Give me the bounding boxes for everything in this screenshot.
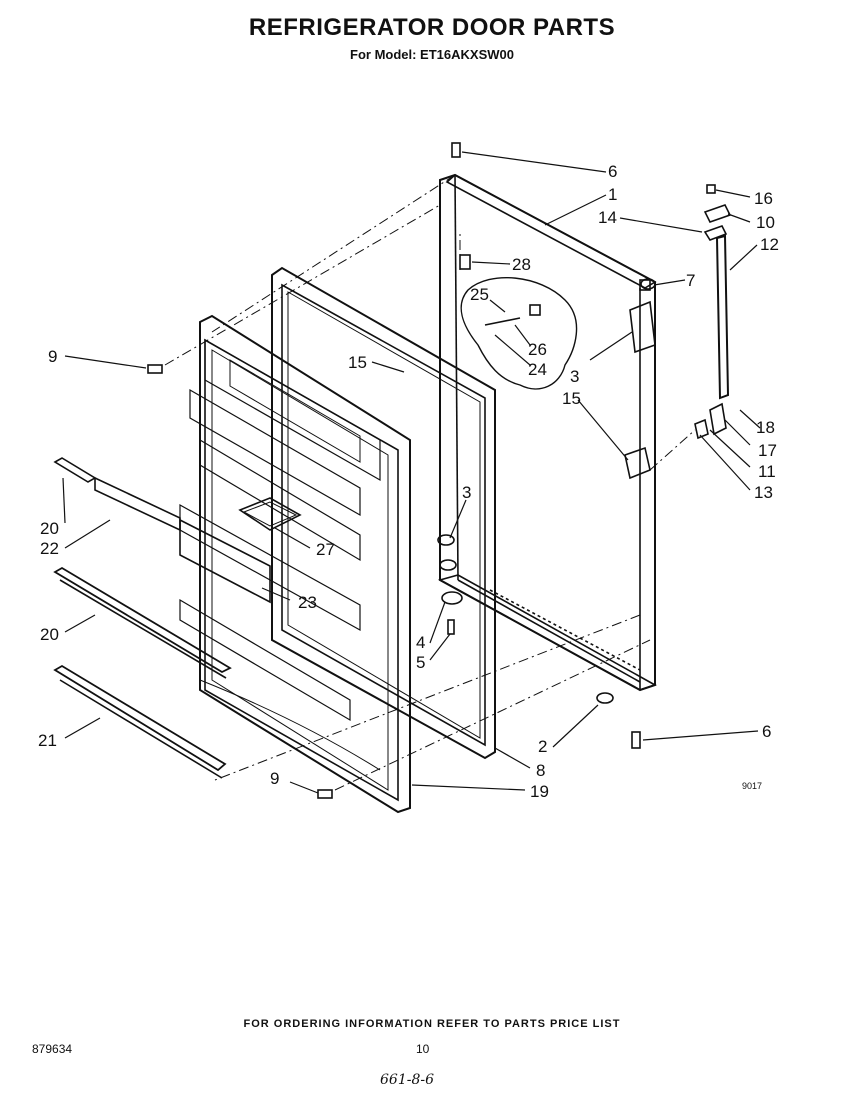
handwritten-note: 661-8-6 <box>380 1072 434 1088</box>
callout: 13 <box>754 483 773 502</box>
callout: 9 <box>270 769 279 788</box>
callout: 4 <box>416 633 425 652</box>
leader-lines <box>62 151 761 794</box>
callout: 26 <box>528 340 547 359</box>
page-number: 10 <box>416 1042 430 1056</box>
callout: 10 <box>756 213 775 232</box>
door-gasket <box>271 266 496 760</box>
callout: 15 <box>562 389 581 408</box>
callout: 15 <box>348 353 367 372</box>
ordering-note: FOR ORDERING INFORMATION REFER TO PARTS … <box>243 1018 621 1030</box>
callout: 2 <box>538 737 547 756</box>
callout: 17 <box>758 441 777 460</box>
callout: 7 <box>686 271 695 290</box>
callout: 23 <box>298 593 317 612</box>
exploded-parts-diagram: 6 1 16 14 10 12 28 7 25 26 24 3 9 15 15 … <box>38 142 779 814</box>
shelf-bars <box>53 457 271 779</box>
callout: 1 <box>608 185 617 204</box>
drawing-code: 9017 <box>742 781 762 791</box>
callout: 11 <box>758 462 776 481</box>
callout: 19 <box>530 782 549 801</box>
callout: 28 <box>512 255 531 274</box>
callout: 27 <box>316 540 335 559</box>
callout: 24 <box>528 360 547 379</box>
callout: 8 <box>536 761 545 780</box>
callout: 3 <box>570 367 579 386</box>
outer-door-panel <box>437 173 657 692</box>
callout: 6 <box>608 162 617 181</box>
callout: 25 <box>470 285 489 304</box>
callout-labels: 6 1 16 14 10 12 28 7 25 26 24 3 9 15 15 … <box>38 162 779 801</box>
page-title: REFRIGERATOR DOOR PARTS <box>248 14 616 41</box>
callout: 6 <box>762 722 771 741</box>
callout: 12 <box>760 235 779 254</box>
inner-door-liner <box>179 314 411 814</box>
callout: 16 <box>754 189 773 208</box>
callout: 3 <box>462 483 471 502</box>
model-subtitle: For Model: ET16AKXSW00 <box>350 47 514 62</box>
cutaway-detail <box>460 277 578 390</box>
callout: 18 <box>756 418 775 437</box>
callout: 21 <box>38 731 57 750</box>
callout: 14 <box>598 208 617 227</box>
callout: 20 <box>40 519 59 538</box>
callout: 22 <box>40 539 59 558</box>
callout: 20 <box>40 625 59 644</box>
callout: 9 <box>48 347 57 366</box>
alignment-lines <box>164 174 696 791</box>
fasteners <box>147 142 656 799</box>
callout: 5 <box>416 653 425 672</box>
hinge-parts <box>624 184 732 480</box>
document-number: 879634 <box>32 1042 73 1056</box>
